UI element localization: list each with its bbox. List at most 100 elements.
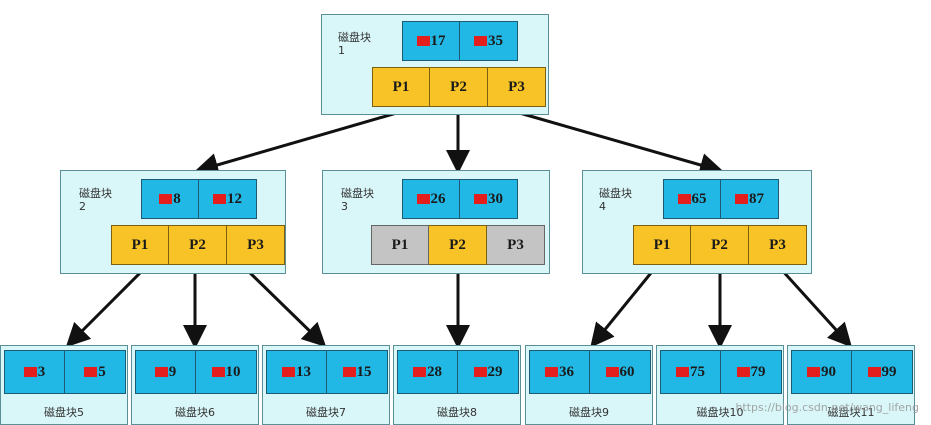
disk-block-8: 28 29 磁盘块8 — [393, 345, 521, 425]
pointer-cell: P1 — [633, 225, 691, 265]
key-value: 8 — [173, 190, 181, 207]
record-marker — [676, 367, 689, 377]
key-row: 8 12 — [141, 179, 257, 219]
key-row: 28 29 — [397, 350, 519, 394]
block-label: 磁盘块9 — [569, 406, 609, 419]
disk-block-5: 3 5 磁盘块5 — [0, 345, 128, 425]
key-value: 17 — [430, 32, 446, 49]
key-value: 15 — [356, 363, 372, 380]
disk-block-7: 13 15 磁盘块7 — [262, 345, 390, 425]
key-value: 65 — [691, 190, 707, 207]
arrow-block4-to-block11 — [778, 266, 853, 348]
key-value: 5 — [98, 363, 106, 380]
arrow-block2-to-block5 — [65, 266, 147, 348]
key-value: 60 — [619, 363, 635, 380]
block-label: 磁盘块 2 — [79, 187, 112, 213]
disk-block-2: 磁盘块 2 8 12 P1 P2 P3 — [60, 170, 286, 274]
disk-block-3: 磁盘块 3 26 30 P1 P2 P3 — [322, 170, 550, 274]
record-marker — [23, 367, 37, 377]
disk-block-1: 磁盘块 1 17 35 P1 P2 P3 — [321, 14, 549, 115]
pointer-row: P1 P2 P3 — [371, 225, 545, 265]
key-cell: 65 — [663, 179, 721, 219]
pointer-cell-unused: P3 — [487, 225, 545, 265]
key-value: 36 — [559, 363, 574, 380]
disk-block-4: 磁盘块 4 65 87 P1 P2 P3 — [582, 170, 812, 274]
key-value: 75 — [690, 363, 705, 380]
record-marker — [474, 194, 487, 204]
record-marker — [807, 367, 820, 377]
arrow-block4-to-block9 — [590, 267, 657, 348]
key-row: 26 30 — [402, 179, 518, 219]
record-marker — [545, 367, 558, 377]
record-marker — [211, 367, 225, 377]
key-value: 29 — [487, 363, 503, 380]
pointer-cell: P3 — [488, 67, 546, 107]
block-label: 磁盘块 4 — [599, 187, 632, 213]
record-marker — [867, 367, 881, 377]
key-value: 13 — [296, 363, 311, 380]
key-row: 65 87 — [663, 179, 779, 219]
key-cell: 17 — [402, 21, 460, 61]
pointer-row: P1 P2 P3 — [372, 67, 546, 107]
key-row: 17 35 — [402, 21, 518, 61]
record-marker — [677, 194, 691, 204]
pointer-cell: P2 — [429, 225, 487, 265]
key-cell: 28 — [397, 350, 458, 394]
pointer-cell: P2 — [169, 225, 227, 265]
key-cell: 29 — [458, 350, 519, 394]
key-cell: 35 — [460, 21, 518, 61]
record-marker — [282, 367, 295, 377]
key-value: 90 — [821, 363, 836, 380]
key-value: 79 — [750, 363, 766, 380]
key-row: 9 10 — [135, 350, 257, 394]
key-value: 10 — [225, 363, 241, 380]
key-row: 13 15 — [266, 350, 388, 394]
key-cell: 3 — [4, 350, 65, 394]
disk-block-9: 36 60 磁盘块9 — [525, 345, 653, 425]
key-cell: 79 — [721, 350, 782, 394]
block-label: 磁盘块7 — [306, 406, 346, 419]
block-label: 磁盘块6 — [175, 406, 215, 419]
key-value: 28 — [427, 363, 442, 380]
key-cell: 10 — [196, 350, 257, 394]
pointer-cell: P1 — [111, 225, 169, 265]
pointer-row: P1 P2 P3 — [633, 225, 807, 265]
arrow-root-to-block4 — [515, 110, 724, 177]
record-marker — [735, 194, 748, 204]
key-value: 87 — [749, 190, 764, 207]
key-cell: 15 — [327, 350, 388, 394]
key-value: 30 — [488, 190, 503, 207]
arrow-root-to-block2 — [194, 110, 401, 177]
record-marker — [159, 194, 173, 204]
record-marker — [84, 367, 98, 377]
key-cell: 60 — [590, 350, 651, 394]
key-value: 12 — [227, 190, 242, 207]
disk-block-11: 90 99 磁盘块11 — [787, 345, 915, 425]
block-label: 磁盘块5 — [44, 406, 84, 419]
pointer-cell: P1 — [372, 67, 430, 107]
key-value: 3 — [37, 363, 46, 380]
pointer-row: P1 P2 P3 — [111, 225, 285, 265]
record-marker — [473, 367, 487, 377]
block-label: 磁盘块 3 — [341, 187, 374, 213]
block-label: 磁盘块8 — [437, 406, 477, 419]
key-cell: 30 — [460, 179, 518, 219]
key-value: 99 — [881, 363, 897, 380]
block-label: 磁盘块 1 — [338, 31, 371, 57]
key-cell: 87 — [721, 179, 779, 219]
record-marker — [474, 36, 487, 46]
pointer-cell-unused: P1 — [371, 225, 429, 265]
key-cell: 99 — [852, 350, 913, 394]
record-marker — [342, 367, 356, 377]
key-cell: 75 — [660, 350, 721, 394]
key-cell: 90 — [791, 350, 852, 394]
key-value: 9 — [168, 363, 177, 380]
key-cell: 12 — [199, 179, 257, 219]
record-marker — [154, 367, 168, 377]
key-cell: 13 — [266, 350, 327, 394]
key-value: 35 — [488, 32, 503, 49]
key-row: 3 5 — [4, 350, 126, 394]
key-cell: 8 — [141, 179, 199, 219]
key-row: 36 60 — [529, 350, 651, 394]
